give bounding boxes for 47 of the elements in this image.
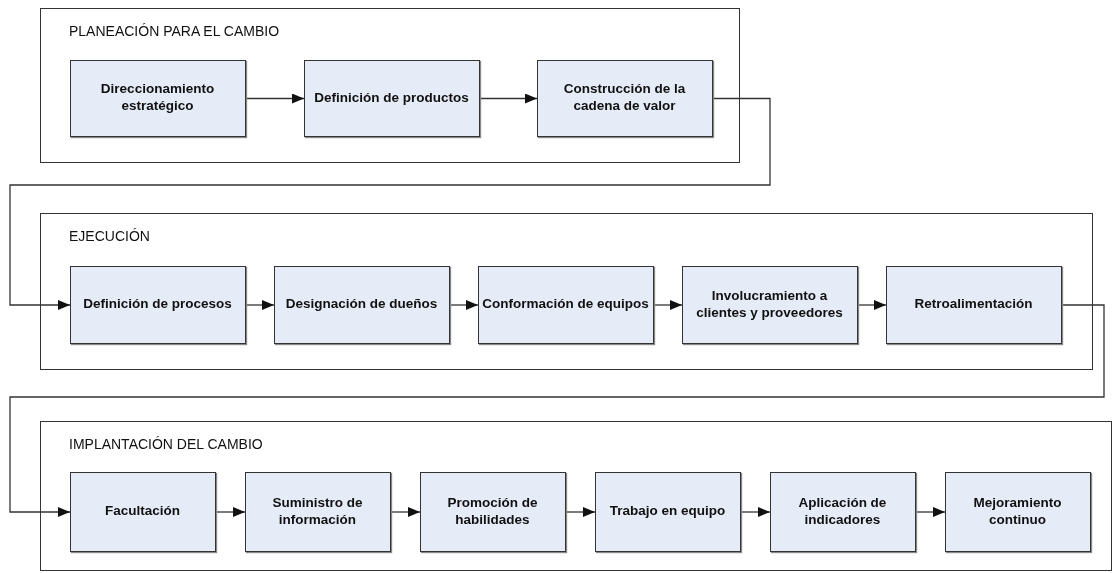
process-label: Retroalimentación: [913, 296, 1034, 313]
process-box: [419, 471, 566, 552]
process-box: [69, 265, 246, 344]
process-box: [477, 265, 654, 344]
process-label: Suministro de información: [271, 494, 364, 529]
process-label: Trabajo en equipo: [608, 503, 727, 520]
stage-panel: [40, 421, 1112, 571]
arrow: [390, 507, 421, 517]
process-label: Direccionamiento estratégico: [99, 81, 216, 115]
arrow: [857, 300, 887, 310]
process-label: Construcción de la cadena de valor: [562, 81, 687, 115]
process-box: [303, 59, 480, 137]
process-box: [69, 59, 246, 137]
stage-panel: [40, 213, 1093, 370]
arrow: [565, 507, 596, 517]
arrow: [215, 507, 246, 517]
process-label: Definición de procesos: [82, 296, 233, 313]
process-box: [885, 265, 1062, 344]
process-label: Facultación: [104, 503, 181, 520]
arrow: [245, 300, 275, 310]
arrow: [479, 93, 538, 104]
process-box: [769, 471, 916, 552]
process-box: [244, 471, 391, 552]
arrow: [245, 93, 305, 104]
process-box: [944, 471, 1091, 552]
process-box: [681, 265, 858, 344]
stage-title: PLANEACIÓN PARA EL CAMBIO: [69, 23, 280, 39]
arrow: [740, 507, 771, 517]
arrow: [9, 97, 771, 310]
process-label: Promoción de habilidades: [446, 494, 539, 529]
process-label: Definición de productos: [313, 89, 470, 107]
process-box: [69, 471, 216, 552]
process-box: [594, 471, 741, 552]
stage-title: EJECUCIÓN: [69, 228, 150, 244]
stage-title: IMPLANTACIÓN DEL CAMBIO: [69, 436, 263, 452]
process-label: Involucramiento a clientes y proveedores: [695, 287, 844, 322]
arrow: [9, 304, 1105, 517]
stage-panel: [40, 8, 740, 163]
arrow: [449, 300, 479, 310]
arrow: [915, 507, 946, 517]
arrow: [653, 300, 683, 310]
process-label: Aplicación de indicadores: [797, 494, 888, 529]
process-label: Conformación de equipos: [481, 296, 650, 313]
process-box: [273, 265, 450, 344]
process-box: [536, 59, 713, 137]
process-label: Designación de dueños: [284, 296, 439, 313]
process-label: Mejoramiento continuo: [972, 494, 1063, 529]
